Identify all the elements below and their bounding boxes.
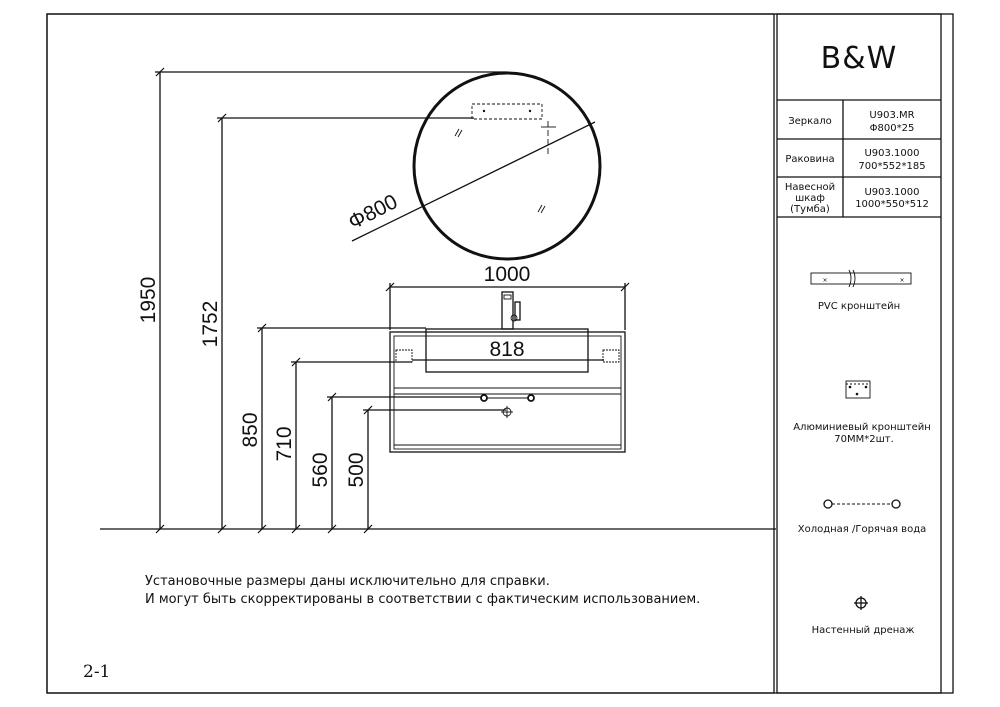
spec-size: 700*552*185 [858,161,925,172]
pvc-bracket-icon: × × [810,269,912,288]
spec-item-mirror: Зеркало [788,116,832,127]
vanity-cabinet [389,331,626,453]
brand-logo: B&W [821,41,898,76]
round-mirror [351,71,602,261]
dim-818: 818 [489,338,524,361]
drawing-frame [46,13,775,694]
aluminum-bracket-icon [845,380,871,399]
spec-item-cabinet-line2: шкаф [795,193,825,204]
spec-table: Зеркало U903.MR Φ800*25 Раковина U903.10… [777,99,941,218]
spec-size: Φ800*25 [870,123,915,134]
faucet [501,291,521,330]
height-dimensions [155,67,507,534]
spec-model: U903.1000 [864,148,919,159]
note-line-2: И могут быть скорректированы в соответст… [145,592,700,607]
dim-710: 710 [273,426,296,461]
legend-drain: Настенный дренаж [812,625,915,636]
page-number: 2-1 [83,662,110,682]
dim-1000: 1000 [484,263,531,286]
wall-drain-icon [854,596,868,610]
spec-model: U903.1000 [864,187,919,198]
legend-alu-bracket: Алюминиевый кронштейн [793,422,931,433]
spec-item-cabinet: Навесной [785,182,835,193]
dim-560: 560 [309,452,332,487]
spec-item-cabinet-line3: (Тумба) [790,204,830,215]
spec-panel-frame [776,13,942,694]
water-supply-icon [823,499,901,509]
spec-model: U903.MR [869,110,914,121]
note-line-1: Установочные размеры даны исключительно … [145,574,550,589]
svg-text:×: × [899,277,904,284]
spec-item-basin: Раковина [785,154,834,165]
svg-text:×: × [822,277,827,284]
spec-size: 1000*550*512 [855,199,929,210]
dim-1950: 1950 [137,277,160,324]
legend-water: Холодная /Горячая вода [798,524,927,535]
dim-mirror-diameter: Φ800 [345,190,402,234]
dim-850: 850 [239,412,262,447]
dim-500: 500 [345,452,368,487]
dim-1752: 1752 [199,301,222,348]
legend-pvc-bracket: PVC кронштейн [818,301,900,312]
legend-alu-bracket-qty: 70MM*2шт. [834,434,894,445]
